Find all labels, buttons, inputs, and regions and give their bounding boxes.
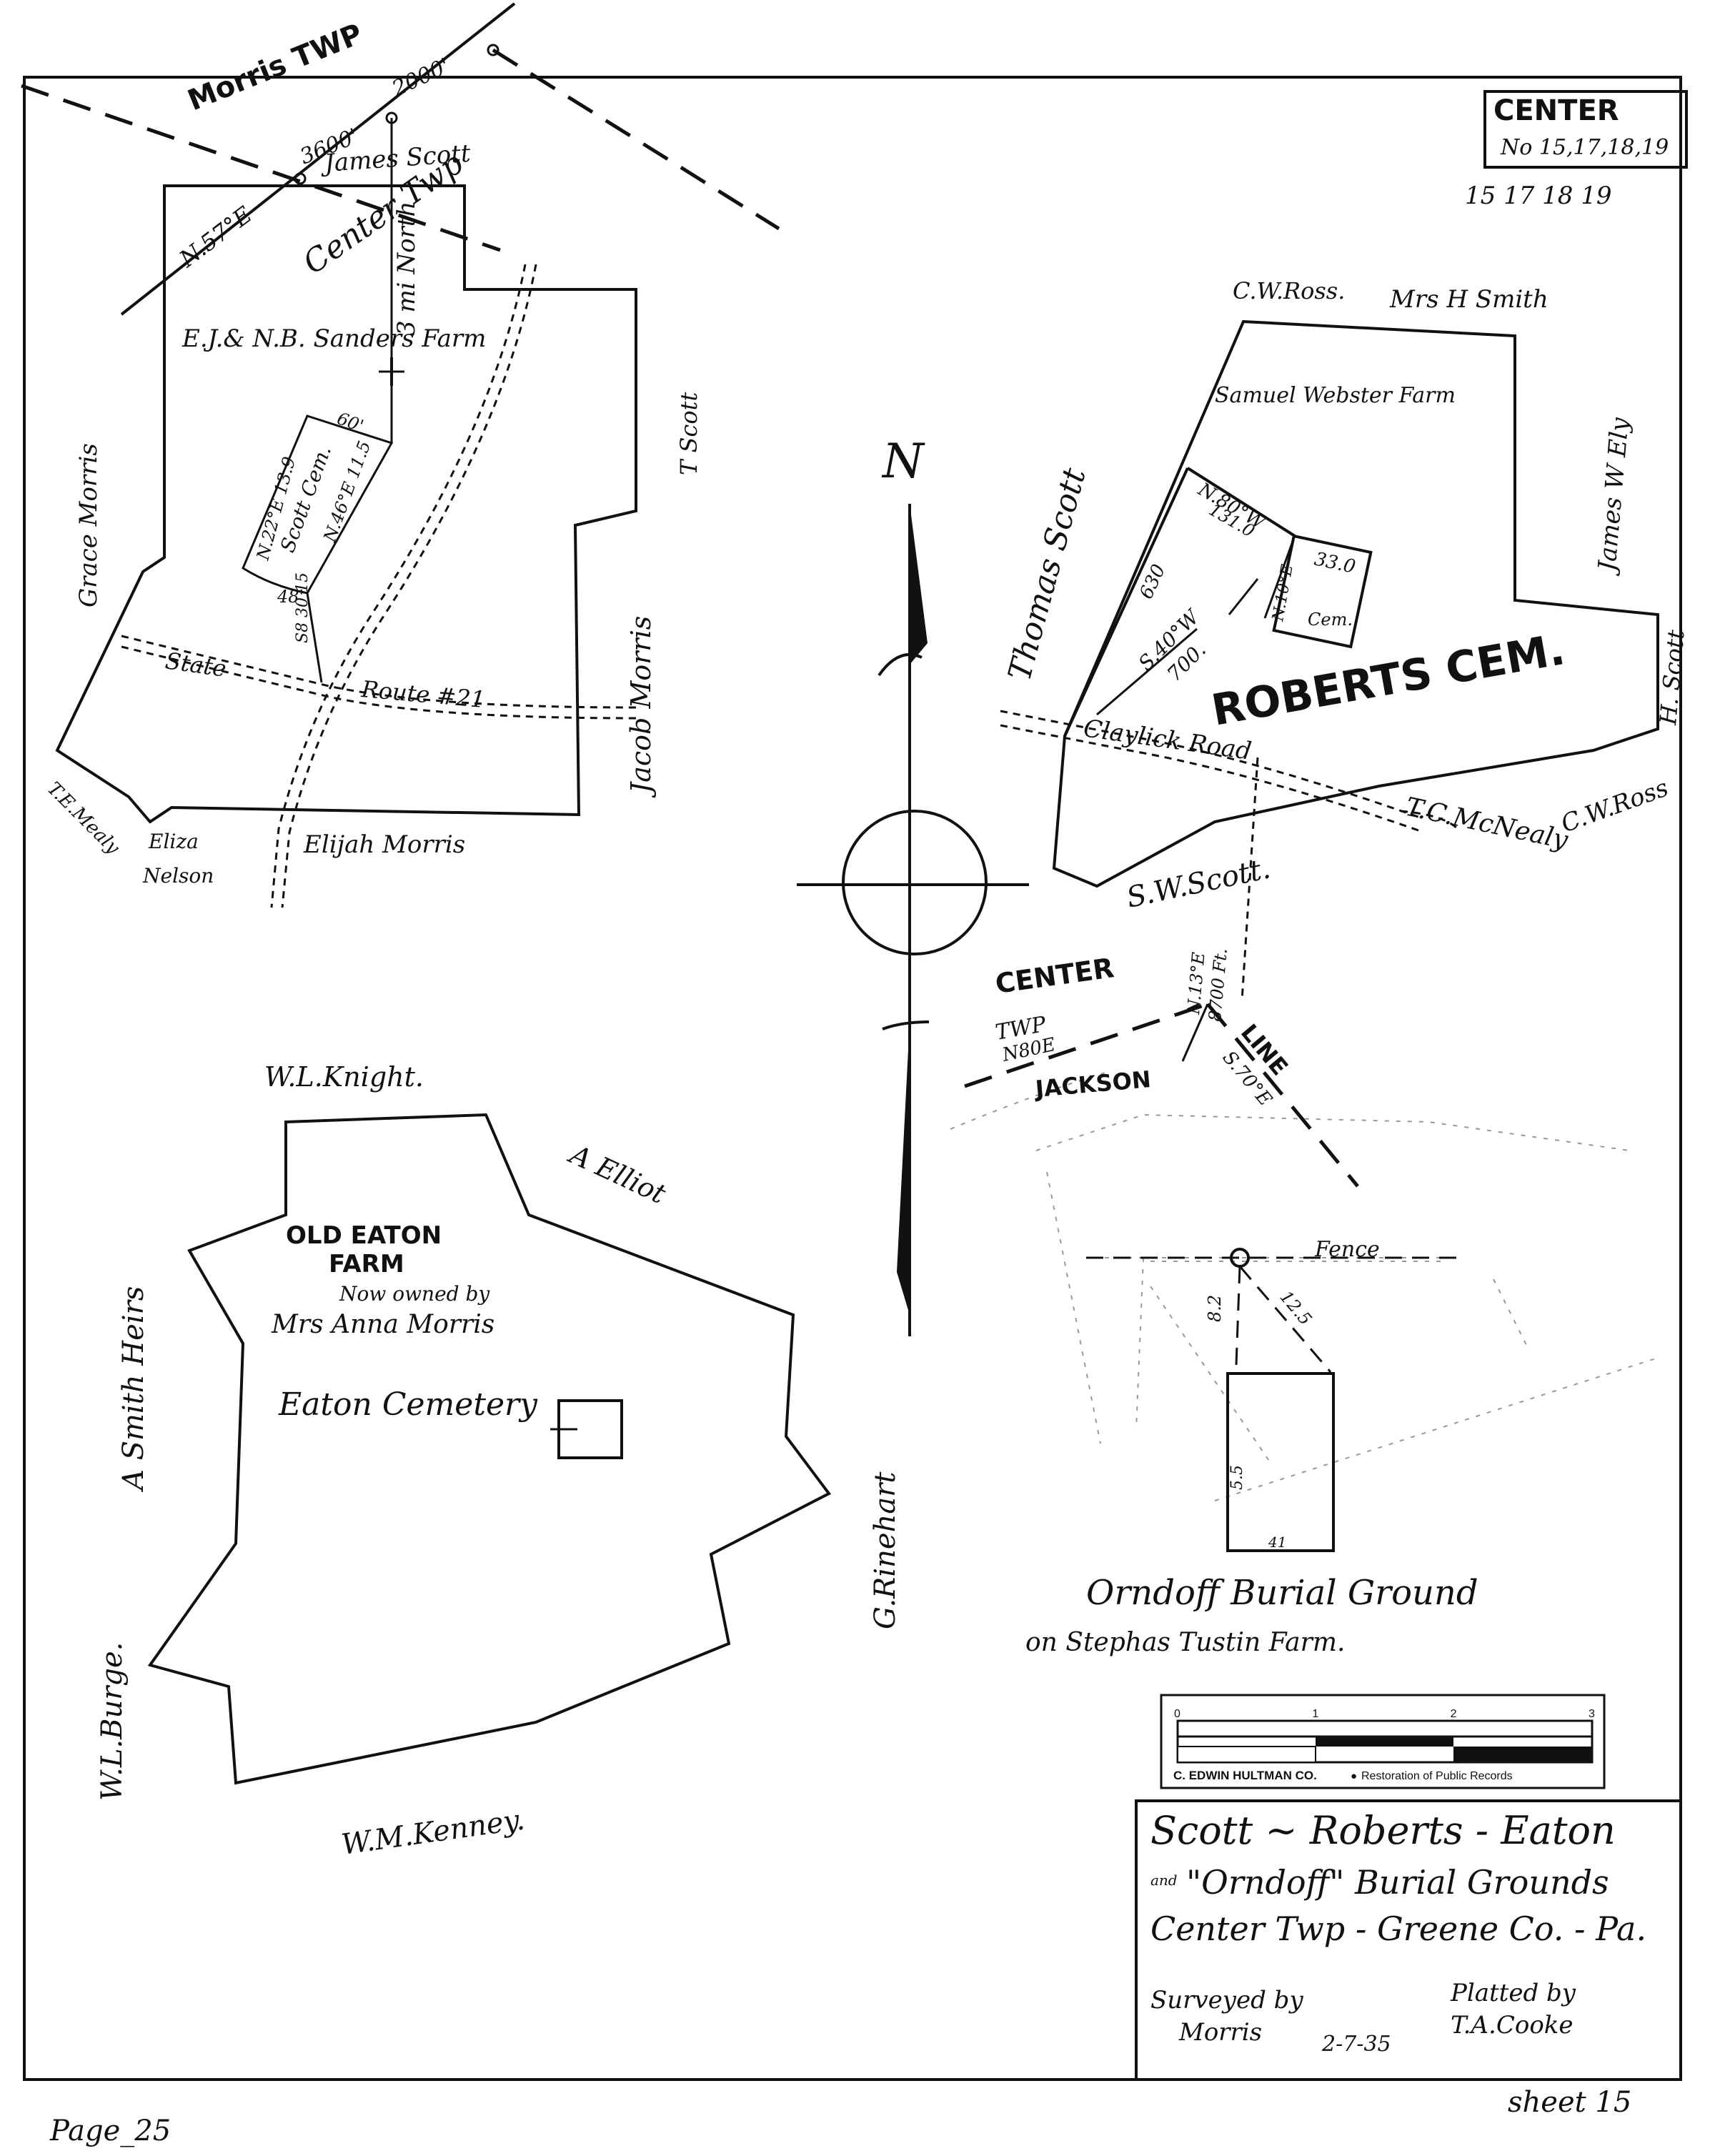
corner-note: 15 17 18 19 (1465, 182, 1611, 210)
wl-knight-label: W.L.Knight. (264, 1061, 424, 1093)
dist-60-label: 60' (334, 408, 366, 436)
morris-twp-label: Morris TWP (184, 18, 367, 118)
bearing-label: N.57°E (174, 201, 257, 273)
cw-ross-top-label: C.W.Ross. (1233, 277, 1345, 304)
elijah-morris-label: Elijah Morris (303, 830, 465, 859)
north-arrow-label: N (881, 434, 925, 489)
james-w-ely-label: James W Ely (1593, 416, 1635, 577)
scale-tick-label: 3 (1589, 1708, 1595, 1720)
scale-tick-label: 0 (1174, 1708, 1180, 1720)
t-scott-label: T Scott (675, 392, 702, 475)
dist-48-label: 48' (277, 587, 304, 607)
eaton-farm-outline (147, 1113, 832, 1785)
farm-label: FARM (329, 1250, 404, 1278)
scale-bar: 0 1 2 3 C. EDWIN HULTMAN CO. ● Restoration … (1160, 1694, 1606, 1789)
old-eaton-label: OLD EATON (286, 1221, 442, 1250)
map-border (23, 76, 1682, 2081)
mrs-h-smith-label: Mrs H Smith (1389, 285, 1549, 314)
anna-morris-label: Mrs Anna Morris (271, 1310, 494, 1339)
eaton-cemetery-label: Eaton Cemetery (278, 1386, 538, 1423)
roberts-cem-small-label: Cem. (1308, 610, 1353, 630)
roberts-cemetery-plat: C.W.Ross. Mrs H Smith Samuel Webster Far… (950, 277, 1690, 1188)
a-elliot-label: A Elliot (563, 1138, 671, 1210)
title-block: Scott ~ Roberts - Eaton and "Orndoff" Bu… (1135, 1799, 1682, 2081)
orndoff-subtitle: on Stephas Tustin Farm. (1025, 1628, 1345, 1657)
scale-tagline: Restoration of Public Records (1361, 1770, 1513, 1782)
roberts-farm-outline (1052, 319, 1659, 888)
title-line-1: Scott ~ Roberts - Eaton (1150, 1808, 1616, 1853)
dist-41-label: 41 (1268, 1534, 1286, 1551)
center-box-numbers: No 15,17,18,19 (1500, 135, 1669, 160)
state-route-label: State (164, 647, 228, 682)
scale-tick-label: 1 (1312, 1708, 1318, 1720)
north-dist-label: 3 mi North (392, 202, 421, 336)
sheet-label: sheet 15 (1508, 2086, 1631, 2119)
thomas-scott-label: Thomas Scott (1001, 464, 1093, 684)
owned-by-label: Now owned by (339, 1282, 490, 1306)
eaton-cemetery-plat: W.L.Knight. A Elliot OLD EATON FARM Now … (96, 1061, 832, 1862)
dist-8-2-label: 8.2 (1205, 1295, 1225, 1322)
dist-12-5-label: 12.5 (1276, 1287, 1316, 1329)
surveyed-by-label: Surveyed by (1150, 1986, 1303, 2015)
wl-burge-label: W.L.Burge. (96, 1642, 129, 1801)
scott-cem-plot (242, 414, 394, 595)
grace-morris-label: Grace Morris (74, 443, 103, 607)
dist-8700-label: 8700 Ft. (1205, 948, 1231, 1023)
scale-separator: ● (1351, 1770, 1357, 1782)
orndoff-burial-plat: Fence 8.2 12.5 5.5 41 Orndoff Burial Gro… (1025, 1113, 1659, 1657)
center-twp-line-label: CENTER (993, 952, 1115, 1000)
te-mealy-label: T.E.Mealy (43, 778, 124, 859)
h-scott-label: H. Scott (1654, 629, 1690, 727)
jacob-morris-label: Jacob Morris (625, 616, 657, 798)
sanders-farm-outline (55, 184, 637, 824)
roberts-cem-plot (1272, 534, 1373, 649)
scale-maker-label: C. EDWIN HULTMAN CO. (1173, 1769, 1317, 1782)
orndoff-plot (1226, 1372, 1335, 1552)
orndoff-title: Orndoff Burial Ground (1086, 1573, 1478, 1613)
g-rinehart-label: G.Rinehart (869, 1471, 902, 1629)
survey-date: 2-7-35 (1321, 2032, 1391, 2057)
north-arrow: N (797, 434, 1029, 1336)
title-and: and (1150, 1872, 1178, 1889)
samuel-webster-label: Samuel Webster Farm (1215, 383, 1456, 408)
sw-scott-label: S.W.Scott. (1124, 852, 1273, 914)
scott-cemetery-plat: Morris TWP 3600' 2000' James Scott N.57°… (21, 2, 780, 908)
dist-33-label: 33.0 (1313, 549, 1358, 578)
title-line-2: "Orndoff" Burial Grounds (1186, 1863, 1609, 1902)
sanders-farm-label: E.J.& N.B. Sanders Farm (182, 324, 486, 353)
platted-by-label: Platted by (1450, 1979, 1576, 2007)
center-box-title: CENTER (1493, 94, 1619, 127)
tc-mcnealy-label: T.C.McNealy (1403, 793, 1571, 855)
dist-2000-label: 2000' (388, 54, 454, 102)
bearing-n10e-label: N.10°E (1269, 563, 1297, 623)
route-21-label: Route #21 (359, 675, 486, 713)
eliza-label: Eliza (148, 830, 199, 853)
dist-5-5-label: 5.5 (1228, 1465, 1246, 1490)
page-label: Page_25 (49, 2115, 171, 2147)
title-line-3: Center Twp - Greene Co. - Pa. (1150, 1909, 1646, 1948)
jackson-label: JACKSON (1033, 1065, 1152, 1103)
bearing-n13e-label: N.13°E (1183, 951, 1209, 1016)
fence-label: Fence (1314, 1237, 1380, 1262)
dist-s8-label: S8 30 15 (294, 572, 312, 643)
platter-name: T.A.Cooke (1451, 2011, 1574, 2040)
township-line (21, 84, 501, 252)
bearing-line (120, 2, 516, 316)
roberts-cem-title: ROBERTS CEM. (1208, 625, 1569, 736)
bearing-s40w-line (1063, 467, 1189, 737)
nelson-label: Nelson (142, 864, 214, 888)
center-index-box: CENTER No 15,17,18,19 (1483, 90, 1688, 169)
scale-tick-label: 2 (1451, 1708, 1457, 1720)
surveyor-name: Morris (1178, 2018, 1262, 2047)
a-smith-heirs-label: A Smith Heirs (117, 1286, 150, 1493)
wm-kenney-label: W.M.Kenney. (339, 1803, 527, 1861)
cw-ross-right-label: C.W.Ross (1557, 773, 1672, 838)
